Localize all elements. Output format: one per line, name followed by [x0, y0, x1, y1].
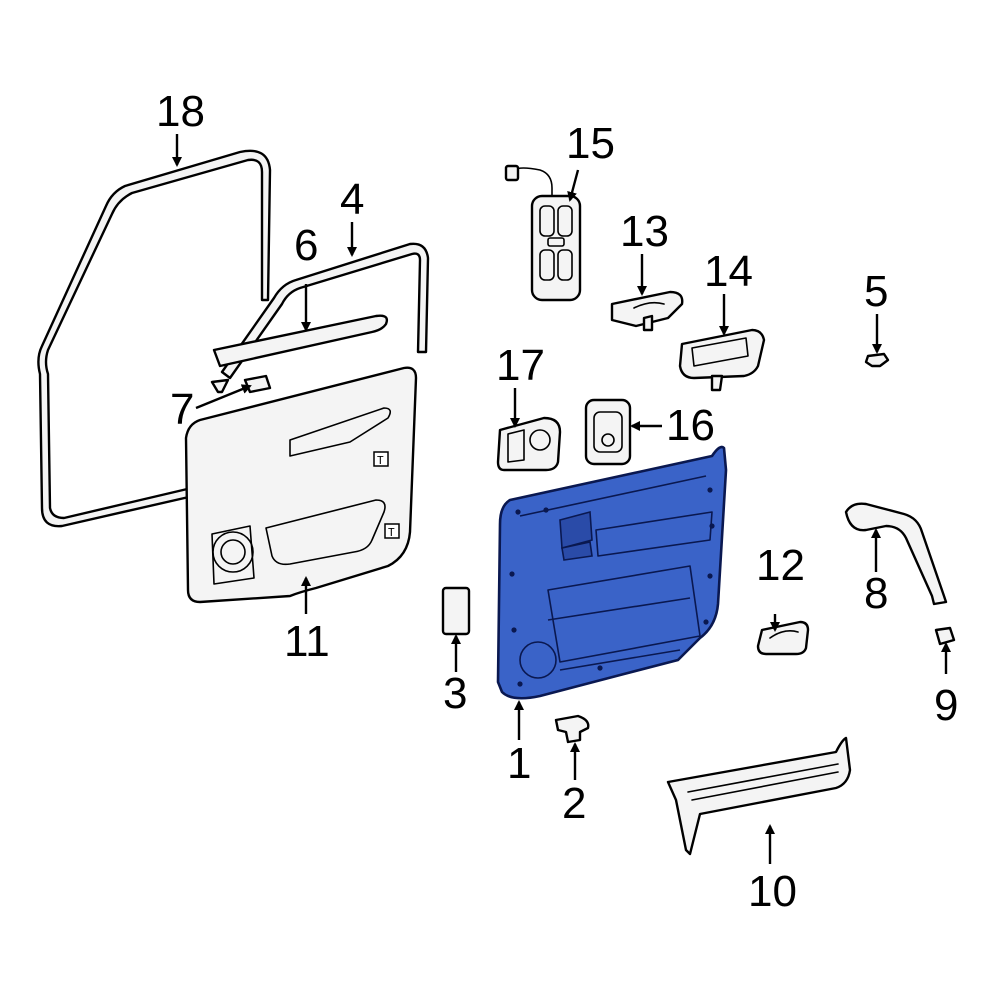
callout-4: 4 — [340, 175, 364, 224]
callout-17: 17 — [496, 341, 545, 390]
part-14-pull-cup — [678, 328, 766, 392]
part-6-belt-molding — [212, 314, 389, 368]
callout-10: 10 — [748, 867, 797, 916]
t-mark-upper — [373, 451, 389, 467]
part-15-window-switch — [504, 164, 582, 302]
callout-labels: 18 4 6 7 15 13 14 5 17 16 11 3 1 2 12 8 … — [156, 87, 958, 916]
callout-13: 13 — [620, 207, 669, 256]
callout-15: 15 — [566, 119, 615, 168]
part-13-switch-bezel — [610, 290, 684, 332]
t-mark-lower-label: T — [388, 526, 395, 539]
callout-3: 3 — [443, 669, 467, 718]
callout-11: 11 — [284, 617, 330, 666]
callout-16: 16 — [666, 401, 715, 450]
callout-2: 2 — [562, 779, 586, 828]
callout-9: 9 — [934, 681, 958, 730]
callout-7: 7 — [170, 385, 194, 434]
part-9-clip — [934, 626, 956, 646]
callout-1: 1 — [507, 739, 531, 788]
callout-6: 6 — [294, 221, 318, 270]
t-mark-upper-label: T — [377, 454, 384, 467]
part-2-retainer — [554, 714, 590, 744]
t-mark-lower — [384, 523, 400, 539]
callout-18: 18 — [156, 87, 205, 136]
part-4-glass-run-channel — [210, 242, 430, 394]
part-1-door-panel-highlighted — [496, 445, 728, 700]
part-11-door-trim-panel: T T — [184, 366, 418, 604]
callout-5: 5 — [864, 267, 888, 316]
callout-8: 8 — [864, 569, 888, 618]
part-17-lock-switch — [496, 416, 562, 472]
part-3-plug — [441, 586, 471, 636]
callout-12: 12 — [756, 541, 805, 590]
part-18-weatherstrip — [37, 149, 272, 528]
part-10-map-pocket — [666, 736, 852, 856]
part-7-clip — [243, 374, 272, 394]
callout-14: 14 — [704, 247, 753, 296]
part-5-push-pin — [864, 352, 890, 368]
leader-arrows — [172, 134, 951, 864]
part-16-mirror-switch — [584, 398, 632, 466]
part-8-armrest — [844, 502, 948, 606]
part-12-inside-handle — [756, 620, 810, 656]
